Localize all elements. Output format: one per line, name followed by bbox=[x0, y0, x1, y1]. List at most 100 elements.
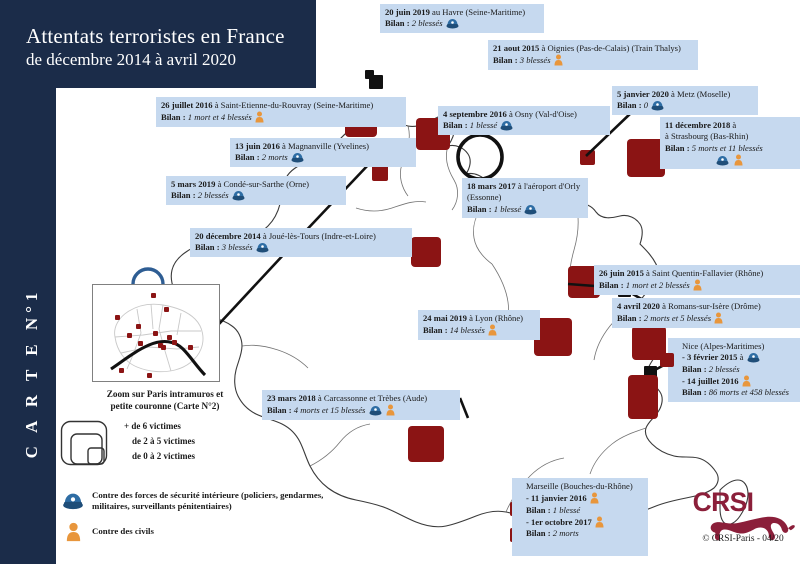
callout-le-havre[interactable]: 20 juin 2019 au Havre (Seine-Maritime) B… bbox=[380, 4, 544, 33]
paris-dot bbox=[147, 373, 152, 378]
callout-place: à Metz (Moselle) bbox=[671, 89, 731, 99]
svg-text:CRSI: CRSI bbox=[693, 487, 754, 517]
marker-lyon[interactable] bbox=[534, 318, 572, 356]
paris-inset-map[interactable] bbox=[92, 284, 220, 382]
marker-nice-large[interactable] bbox=[628, 375, 658, 419]
callout-osny[interactable]: 4 septembre 2016 à Osny (Val-d'Oise) Bil… bbox=[438, 106, 610, 135]
callout-carcassonne-trebes[interactable]: 23 mars 2018 à Carcassonne et Trèbes (Au… bbox=[262, 390, 460, 420]
callout-date: 5 mars 2019 bbox=[171, 179, 216, 189]
civilian-icon bbox=[714, 312, 723, 324]
callout-marseille[interactable]: Marseille (Bouches-du-Rhône) - 11 janvie… bbox=[512, 478, 648, 556]
legend-row-police: Contre des forces de sécurité intérieure… bbox=[62, 490, 362, 516]
callout-place: à Osny (Val-d'Oise) bbox=[508, 109, 577, 119]
civilian-icon bbox=[255, 111, 264, 123]
callout-date: 24 mai 2019 bbox=[423, 313, 467, 323]
paris-dot bbox=[188, 345, 193, 350]
callout-date: 26 juin 2015 bbox=[599, 268, 644, 278]
paris-dot bbox=[151, 293, 156, 298]
civilian-icon bbox=[66, 522, 81, 542]
legend-size-label-3: de 0 à 2 victimes bbox=[132, 451, 195, 461]
callout-bilan: 2 morts bbox=[552, 528, 579, 539]
callout-place: à Condé-sur-Sarthe (Orne) bbox=[217, 179, 310, 189]
callout-conde-sur-sarthe[interactable]: 5 mars 2019 à Condé-sur-Sarthe (Orne) Bi… bbox=[166, 176, 346, 205]
callout-place-line: à bbox=[732, 120, 737, 130]
marker-metz[interactable] bbox=[580, 150, 595, 165]
callout-saint-quentin-fallavier[interactable]: 26 juin 2015 à Saint Quentin-Fallavier (… bbox=[594, 265, 800, 295]
callout-date: 5 janvier 2020 bbox=[617, 89, 669, 99]
callout-place: à Joué-lès-Tours (Indre-et-Loire) bbox=[262, 231, 376, 241]
callout-bilan: 1 mort et 2 blessés bbox=[625, 280, 690, 291]
civilian-icon bbox=[693, 279, 702, 291]
callout-bilan: 1 mort et 4 blessés bbox=[187, 112, 252, 123]
callout-date: - 3 février 2015 bbox=[682, 352, 738, 363]
legend-target-types: Contre des forces de sécurité intérieure… bbox=[62, 490, 362, 550]
marker-strasbourg[interactable] bbox=[627, 139, 665, 177]
police-cap-icon bbox=[747, 353, 760, 363]
callout-place: à Lyon (Rhône) bbox=[469, 313, 524, 323]
bilan-label: Bilan : bbox=[443, 120, 468, 131]
callout-heading: Nice (Alpes-Maritimes) bbox=[682, 341, 765, 351]
callout-date: - 11 janvier 2016 bbox=[526, 493, 587, 504]
callout-orly[interactable]: 18 mars 2017 à l'aéroport d'Orly (Essonn… bbox=[462, 178, 588, 219]
callout-date: 21 aout 2015 bbox=[493, 43, 540, 53]
civilian-icon bbox=[742, 375, 751, 387]
size-scale-icon bbox=[60, 420, 108, 466]
callout-date: 4 septembre 2016 bbox=[443, 109, 507, 119]
callout-bilan: 5 morts et 11 blessés bbox=[691, 142, 763, 153]
callout-date: 11 décembre 2018 bbox=[665, 120, 731, 130]
callout-place: à Saint Quentin-Fallavier (Rhône) bbox=[646, 268, 764, 278]
callout-place-dept: (Essonne) bbox=[467, 192, 502, 203]
carte-number-label: C A R T E N°1 bbox=[22, 287, 41, 459]
legend-label-police: Contre des forces de sécurité intérieure… bbox=[92, 490, 324, 512]
logo-credit: © CRSI-Paris - 04/20 bbox=[702, 534, 784, 544]
callout-place: à Strasbourg (Bas-Rhin) bbox=[665, 131, 749, 142]
marker-rouen-hub[interactable] bbox=[369, 75, 383, 89]
bilan-label: Bilan : bbox=[682, 387, 707, 398]
bilan-label: Bilan : bbox=[526, 528, 551, 539]
title-block: Attentats terroristes en France de décem… bbox=[0, 0, 316, 88]
callout-bilan: 3 blessés bbox=[519, 55, 551, 66]
paris-dot bbox=[119, 368, 124, 373]
callout-romans-sur-isere[interactable]: 4 avril 2020 à Romans-sur-Isère (Drôme) … bbox=[612, 298, 800, 328]
bilan-label: Bilan : bbox=[599, 280, 624, 291]
bilan-label: Bilan : bbox=[665, 142, 690, 153]
callout-place: à l'aéroport d'Orly bbox=[517, 181, 581, 191]
callout-joue-les-tours[interactable]: 20 décembre 2014 à Joué-lès-Tours (Indre… bbox=[190, 228, 412, 257]
bilan-label: Bilan : bbox=[171, 190, 196, 201]
paris-dot bbox=[158, 343, 163, 348]
callout-saint-etienne-du-rouvray[interactable]: 26 juillet 2016 à Saint-Etienne-du-Rouvr… bbox=[156, 97, 406, 127]
callout-magnanville[interactable]: 13 juin 2016 à Magnanville (Yvelines) Bi… bbox=[230, 138, 416, 167]
callout-lyon[interactable]: 24 mai 2019 à Lyon (Rhône) Bilan : 14 bl… bbox=[418, 310, 540, 340]
paris-dot bbox=[172, 340, 177, 345]
callout-bilan: 2 blessés bbox=[708, 363, 740, 374]
marker-joue-les-tours[interactable] bbox=[411, 237, 441, 267]
bilan-label: Bilan : bbox=[617, 100, 642, 111]
police-cap-icon bbox=[256, 243, 269, 253]
paris-dot bbox=[164, 307, 169, 312]
marker-carcassonne-trebes[interactable] bbox=[408, 426, 444, 462]
callout-place: à Romans-sur-Isère (Drôme) bbox=[662, 301, 761, 311]
callout-heading: Marseille (Bouches-du-Rhône) bbox=[526, 481, 633, 491]
civilian-icon bbox=[386, 404, 395, 416]
marker-nice-legend-1[interactable] bbox=[660, 353, 674, 367]
callout-strasbourg[interactable]: 11 décembre 2018 à à Strasbourg (Bas-Rhi… bbox=[660, 117, 800, 170]
callout-bilan: 2 blessés bbox=[411, 18, 443, 29]
police-cap-icon bbox=[524, 204, 537, 215]
police-cap-icon bbox=[63, 493, 83, 510]
callout-oignies[interactable]: 21 aout 2015 à Oignies (Pas-de-Calais) (… bbox=[488, 40, 698, 70]
callout-metz[interactable]: 5 janvier 2020 à Metz (Moselle) Bilan : … bbox=[612, 86, 758, 115]
callout-date: 23 mars 2018 bbox=[267, 393, 316, 403]
callout-bilan: 1 blessé bbox=[469, 120, 498, 131]
callout-place: à Carcassonne et Trèbes (Aude) bbox=[317, 393, 428, 403]
callout-date: 4 avril 2020 bbox=[617, 301, 660, 311]
callout-bilan: 1 blessé bbox=[552, 504, 581, 515]
marker-orly[interactable] bbox=[372, 165, 388, 181]
bilan-label: Bilan : bbox=[195, 242, 220, 253]
paris-dot bbox=[153, 331, 158, 336]
paris-dot bbox=[115, 315, 120, 320]
marker-le-havre[interactable] bbox=[365, 70, 374, 79]
police-cap-icon bbox=[232, 191, 245, 201]
legend-size-label-1: + de 6 victimes bbox=[124, 421, 181, 431]
callout-nice[interactable]: Nice (Alpes-Maritimes) - 3 février 2015 … bbox=[668, 338, 800, 402]
